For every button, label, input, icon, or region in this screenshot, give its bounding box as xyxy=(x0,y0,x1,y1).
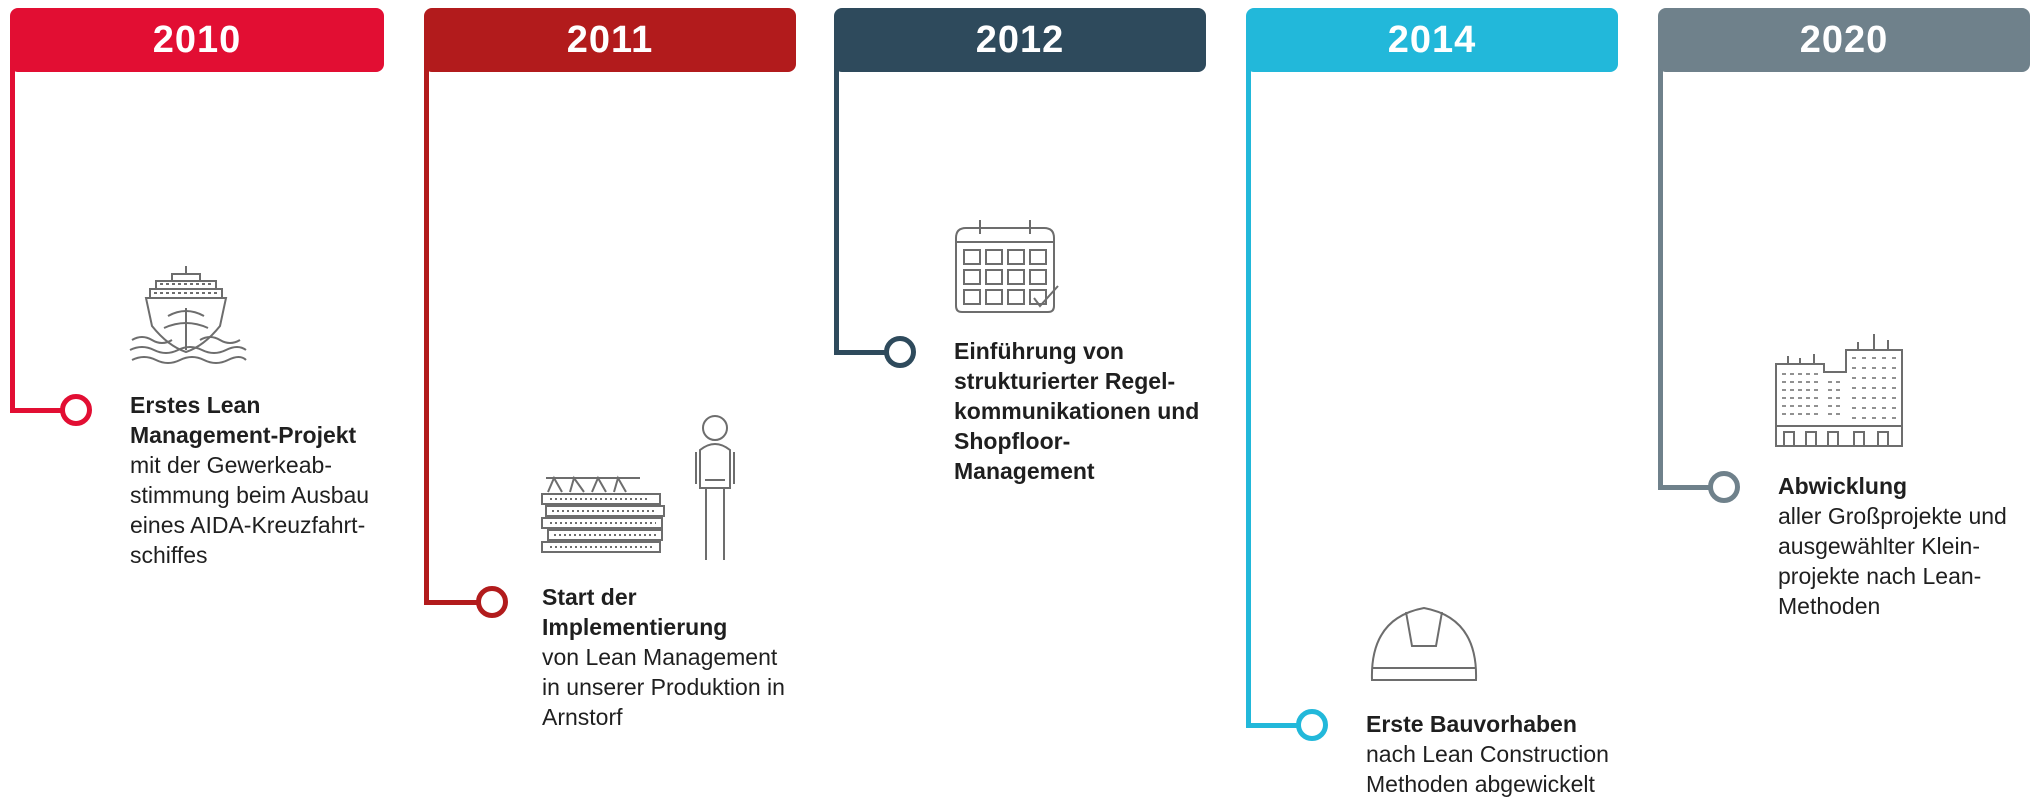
milestone-headline: Einführung von strukturierter Regel­komm… xyxy=(954,338,1200,484)
year-label: 2011 xyxy=(566,18,654,61)
year-tab-2011: 2011 xyxy=(424,8,796,72)
hard-hat-icon xyxy=(1370,606,1478,681)
timeline-node xyxy=(60,394,92,426)
milestone-headline: Start der Implementierung xyxy=(542,584,728,640)
year-tab-2014: 2014 xyxy=(1246,8,1618,72)
milestone-body: nach Lean Construction Methoden abgewick… xyxy=(1366,741,1609,797)
calendar-icon xyxy=(955,220,1059,313)
year-tab-2010: 2010 xyxy=(10,8,384,72)
milestone-headline: Erste Bauvorhaben xyxy=(1366,711,1577,737)
milestone-text: Start der Implementierung von Lean Manag… xyxy=(542,582,792,732)
milestone-headline: Erstes Lean Management-Projekt xyxy=(130,392,357,448)
year-label: 2014 xyxy=(1387,18,1477,61)
milestone-text: Erste Bauvorhaben nach Lean Construction… xyxy=(1366,709,1616,799)
timeline-stem xyxy=(424,40,429,605)
year-tab-2020: 2020 xyxy=(1658,8,2030,72)
buildings-icon xyxy=(1775,334,1903,447)
timeline-connector xyxy=(424,600,480,605)
year-label: 2020 xyxy=(1799,18,1889,61)
timeline-connector xyxy=(1246,723,1298,728)
milestone-body: von Lean Management in unserer Produktio… xyxy=(542,644,785,730)
timeline-connector xyxy=(1658,485,1710,490)
milestone-text: Abwicklung aller Großprojekte und ausgew… xyxy=(1778,471,2028,621)
milestone-body: aller Großprojekte und ausgewählter Klei… xyxy=(1778,503,2007,619)
milestone-text: Einführung von strukturierter Regel­komm… xyxy=(954,336,1204,486)
timeline-connector xyxy=(10,408,62,413)
timeline-stem xyxy=(1246,40,1251,728)
year-label: 2012 xyxy=(975,18,1065,61)
timeline-stem xyxy=(1658,40,1663,490)
milestone-text: Erstes Lean Management-Projekt mit der G… xyxy=(130,390,380,570)
year-label: 2010 xyxy=(152,18,242,61)
timeline-node xyxy=(884,336,916,368)
timeline-stem xyxy=(834,40,839,355)
milestone-headline: Abwicklung xyxy=(1778,473,1908,499)
timeline-node xyxy=(1708,471,1740,503)
year-tab-2012: 2012 xyxy=(834,8,1206,72)
timeline-node xyxy=(1296,709,1328,741)
precast-worker-icon xyxy=(541,415,735,560)
timeline-connector xyxy=(834,350,886,355)
timeline-node xyxy=(476,586,508,618)
cruise-ship-icon xyxy=(129,266,247,364)
timeline-stem xyxy=(10,40,15,413)
milestone-body: mit der Gewerkeab­stimmung beim Ausbau e… xyxy=(130,452,370,568)
